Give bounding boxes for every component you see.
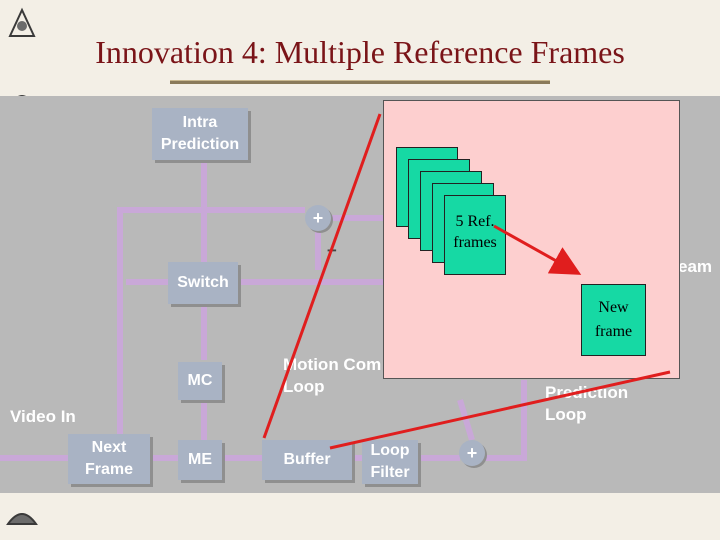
switch-label: Switch bbox=[177, 274, 229, 291]
buffer-block: Buffer bbox=[262, 440, 352, 480]
switch-block: Switch bbox=[168, 262, 238, 304]
ref-frames-label: 5 Ref. frames bbox=[453, 213, 497, 251]
mc-label: MC bbox=[187, 372, 213, 389]
next-frame-label: Next Frame bbox=[84, 439, 134, 478]
buffer-to-overlay-line-bottom bbox=[329, 370, 671, 450]
intra-prediction-label: Intra Prediction bbox=[160, 114, 240, 153]
loop-filter-block: Loop Filter bbox=[362, 440, 418, 484]
next-frame-block: Next Frame bbox=[68, 434, 150, 484]
sum-node-bottom: + bbox=[459, 440, 485, 466]
intra-prediction-block: Intra Prediction bbox=[152, 108, 248, 160]
title-rule bbox=[170, 80, 550, 84]
sum-node-top: + bbox=[305, 205, 331, 231]
video-in-label: Video In bbox=[10, 407, 76, 426]
buffer-label: Buffer bbox=[283, 451, 331, 468]
mc-block: MC bbox=[178, 362, 222, 400]
ref-frame-5 bbox=[444, 195, 506, 275]
prediction-loop-label: Prediction Loop bbox=[545, 383, 629, 424]
ornament-icon bbox=[8, 7, 36, 37]
new-frame-label: New frame bbox=[594, 299, 633, 340]
ornament-icon bbox=[6, 513, 38, 525]
page-title: Innovation 4: Multiple Reference Frames bbox=[95, 34, 625, 70]
me-label: ME bbox=[188, 451, 212, 468]
new-frame-box: New frame bbox=[581, 284, 646, 356]
motion-loop-label: Motion Com Loop bbox=[283, 355, 382, 396]
me-block: ME bbox=[178, 440, 222, 480]
loop-filter-label: Loop Filter bbox=[370, 442, 410, 481]
ref-to-new-frame-arrow bbox=[493, 224, 582, 275]
buffer-to-overlay-line bbox=[262, 113, 382, 439]
stream-label-fragment: eam bbox=[678, 257, 713, 276]
